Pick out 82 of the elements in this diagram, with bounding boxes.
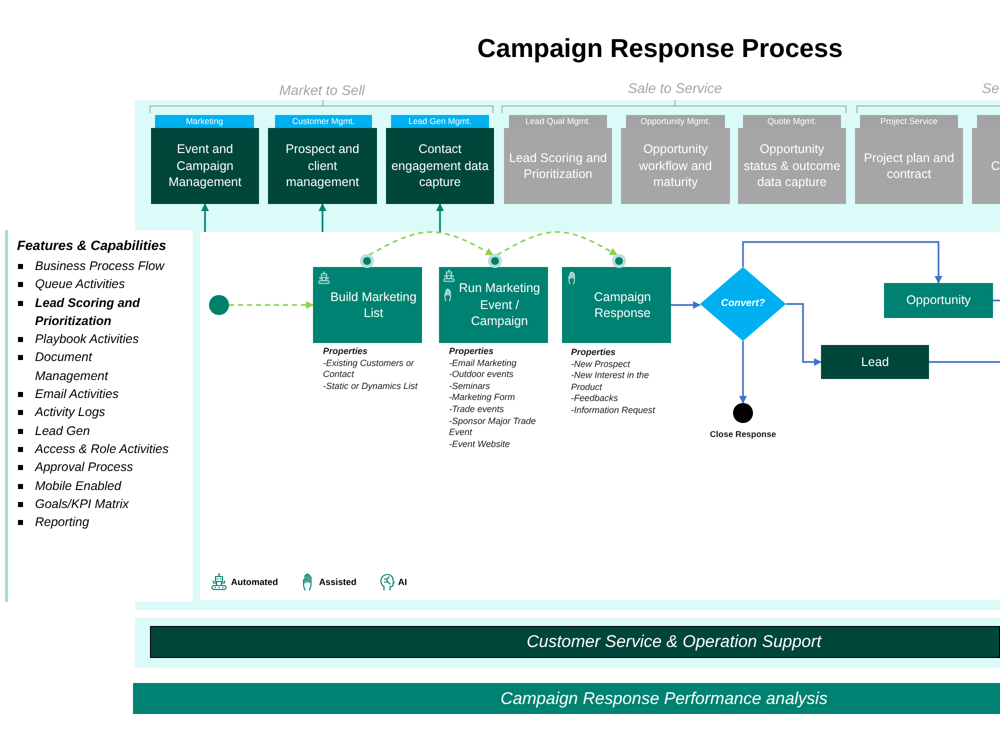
flow-arrow <box>739 341 747 404</box>
properties-heading: Properties <box>571 347 617 359</box>
feature-item: Lead Scoring and Prioritization <box>35 294 141 330</box>
end-caption: Close Response <box>708 429 778 441</box>
flow-arrow <box>671 301 701 309</box>
capability-card: Contact engagement data capture <box>386 128 494 204</box>
process-box: Opportunity <box>884 283 993 318</box>
end-circle <box>733 403 753 423</box>
process-box: Lead <box>821 345 929 379</box>
properties-heading: Properties <box>449 346 495 358</box>
flow-arrow <box>496 231 618 256</box>
flow-arrow <box>318 203 326 232</box>
flow-arrow <box>201 203 209 232</box>
category-tab: Lead Gen Mgmt. <box>391 115 489 128</box>
section-heading: Se <box>982 79 1000 97</box>
feature-item: Queue Activities <box>35 276 125 294</box>
capability-card: Event and Campaign Management <box>151 128 259 204</box>
feature-item: Goals/KPI Matrix <box>35 496 129 513</box>
capability-card: C <box>972 128 1000 204</box>
property-item: -Trade events <box>449 404 505 416</box>
flow-arrow <box>786 303 822 366</box>
decision-label: Convert? <box>720 297 766 311</box>
category-tab: Lead Qual Mgmt. <box>509 115 607 128</box>
panel-heading: Features & Capabilities <box>17 237 168 255</box>
section-heading: Sale to Service <box>626 79 724 97</box>
process-box <box>313 267 422 343</box>
connector-dot <box>612 254 626 268</box>
section-band: Campaign Response Performance analysis <box>133 683 1000 714</box>
capability-card: Opportunity status & outcome data capture <box>738 128 846 204</box>
property-item: -Static or Dynamics List <box>323 380 419 392</box>
feature-item: Playbook Activities <box>35 331 139 348</box>
category-tab: Opportunity Mgmt. <box>626 115 725 128</box>
connector-dot <box>360 254 374 268</box>
process-box <box>562 267 671 343</box>
capability-card: Lead Scoring and Prioritization <box>504 128 612 204</box>
feature-item: Reporting <box>35 514 90 532</box>
capability-card: Opportunity workflow and maturity <box>621 128 730 204</box>
property-item: -Sponsor Major Trade Event <box>449 416 537 439</box>
flow-panel <box>200 232 1000 600</box>
legend-label: Assisted <box>319 576 357 588</box>
category-tab: Customer Mgmt. <box>275 115 372 128</box>
property-item: -Seminars <box>449 380 492 392</box>
section-band: Customer Service & Operation Support <box>150 626 1000 658</box>
property-item: -New Interest in the Product <box>571 370 650 394</box>
start-circle <box>209 295 229 315</box>
property-item: -New Prospect <box>571 358 632 370</box>
diagram-title: Campaign Response Process <box>476 32 844 64</box>
property-item: -Event Website <box>449 438 511 450</box>
feature-item: Email Activities <box>35 386 119 404</box>
feature-item: Activity Logs <box>35 404 106 422</box>
category-tab: Marketing <box>155 115 254 128</box>
property-item: -Existing Customers or Contact <box>323 358 416 381</box>
process-label: Run Marketing Event / Campaign <box>458 280 542 330</box>
capability-card: Prospect and client management <box>268 128 377 204</box>
flow-arrow <box>436 203 444 232</box>
capability-card: Project plan and contract <box>855 128 963 204</box>
property-item: -Outdoor events <box>449 369 515 381</box>
feature-item: Business Process Flow <box>35 258 164 275</box>
connector-line <box>929 361 1000 363</box>
feature-item: Access & Role Activities <box>35 440 169 458</box>
feature-item: Document Management <box>35 349 110 385</box>
section-heading: Market to Sell <box>278 81 366 99</box>
process-label: Build Marketing List <box>329 288 418 322</box>
flow-arrow <box>229 301 314 309</box>
flow-arrow <box>368 231 494 256</box>
property-item: -Email Marketing <box>449 358 518 370</box>
feature-item: Mobile Enabled <box>35 478 122 495</box>
legend-label: Automated <box>231 576 278 588</box>
property-item: -Information Request <box>571 404 656 417</box>
feature-item: Lead Gen <box>35 422 90 440</box>
properties-heading: Properties <box>323 346 369 358</box>
category-tab: Quote Mgmt. <box>743 115 841 128</box>
connector-dot <box>488 254 502 268</box>
process-box <box>439 267 548 343</box>
category-tab: Project Service <box>860 115 958 128</box>
property-item: -Feedbacks <box>571 393 620 405</box>
feature-item: Approval Process <box>35 459 133 476</box>
legend-label: AI <box>398 576 407 588</box>
connector-line <box>993 300 1000 302</box>
process-label: Campaign Response <box>593 288 652 322</box>
property-item: -Marketing Form <box>449 392 516 404</box>
flow-arrow <box>742 241 942 284</box>
